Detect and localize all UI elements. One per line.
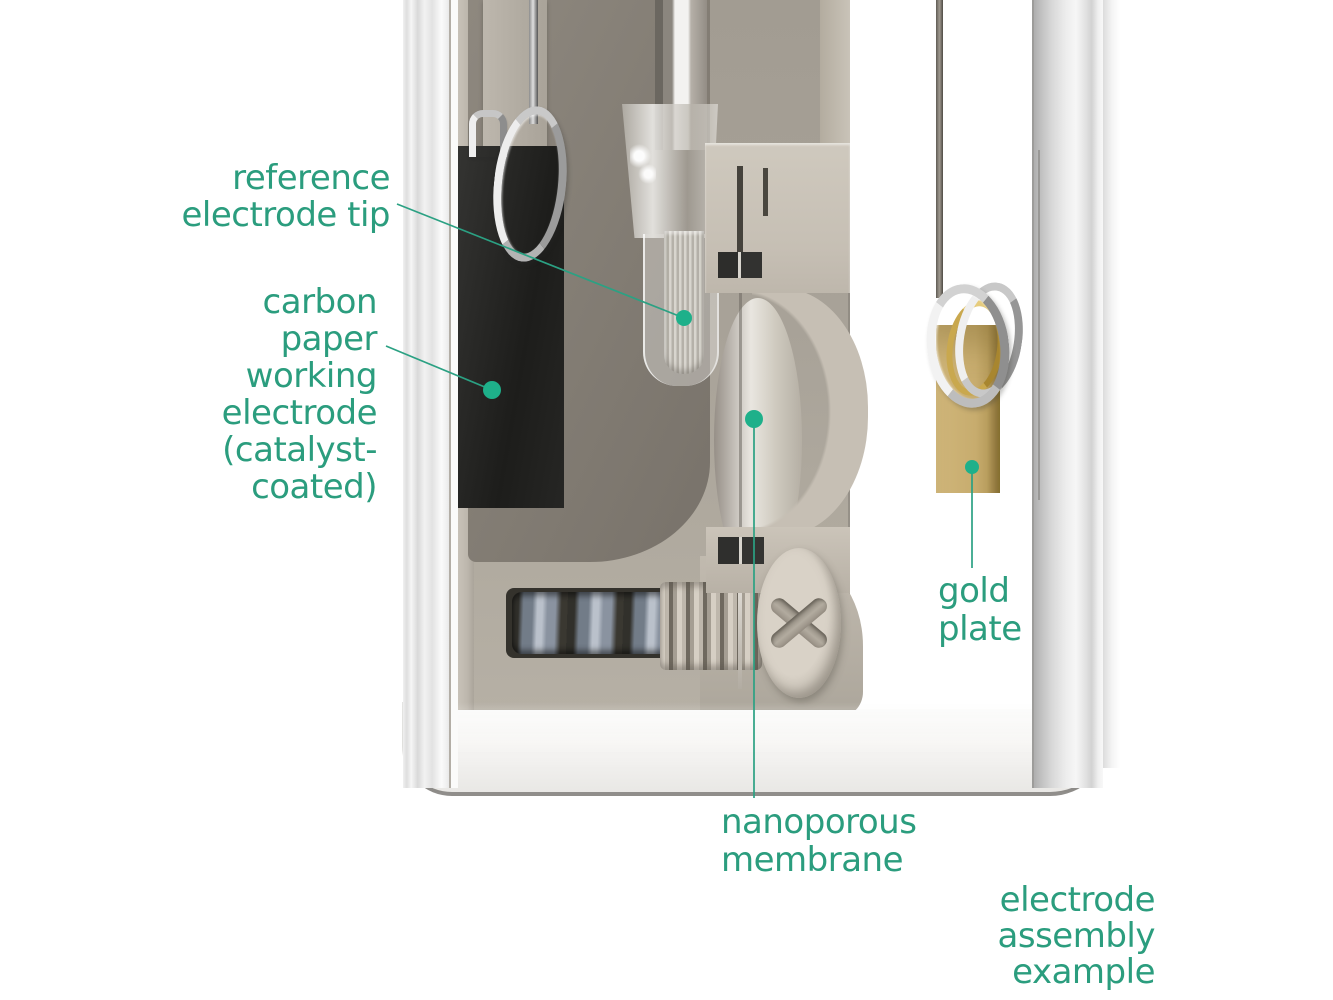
label-line: plate (938, 609, 1022, 649)
label-line: coated) (251, 467, 377, 507)
label-line: electrode (221, 393, 378, 433)
membrane-seam-lower (738, 593, 742, 689)
glass-cell-right-outer-edge (1103, 0, 1120, 768)
figure-caption: electrode assembly example (997, 880, 1156, 992)
label-line: carbon (262, 282, 378, 322)
label-line: gold (938, 571, 1010, 611)
clamp-marker-pair-bottom (718, 537, 764, 564)
label-line: electrode (999, 880, 1156, 920)
label-carbon-working-electrode: carbon paper working electrode (catalyst… (221, 282, 378, 507)
membrane-seam (739, 290, 742, 530)
label-line: reference (232, 158, 390, 198)
label-line: nanoporous (721, 802, 917, 842)
compression-spring (512, 592, 670, 654)
glass-cell-left-wall (403, 0, 458, 788)
ground-glass-joint (622, 104, 718, 238)
reference-electrode-frosted-tip (664, 231, 704, 374)
gold-plate-wire (936, 0, 943, 298)
label-line: example (1012, 952, 1155, 992)
working-electrode-clip-rod (529, 0, 538, 124)
clamp-marker-pair-top (718, 252, 762, 278)
label-line: (catalyst- (222, 430, 377, 470)
electrode-clip-small-hook (469, 110, 507, 157)
label-line: electrode tip (181, 195, 390, 235)
screw-threads (660, 582, 762, 670)
clamp-slot-left (737, 166, 743, 254)
phillips-screw-head (757, 548, 841, 698)
glass-beaker-bottom (402, 702, 1110, 796)
glass-cell-right-wall (1032, 0, 1103, 788)
label-line: membrane (721, 840, 904, 880)
label-line: assembly (997, 916, 1156, 956)
clamp-arch-arm (752, 288, 868, 536)
label-line: paper (280, 319, 378, 359)
label-reference-electrode-tip: reference electrode tip (181, 160, 390, 234)
label-gold-plate: gold plate (938, 572, 1022, 648)
label-nanoporous-membrane: nanoporous membrane (721, 802, 917, 880)
label-line: working (245, 356, 378, 396)
glass-inner-reflection (1038, 150, 1040, 500)
clamp-slot-right (763, 168, 768, 216)
